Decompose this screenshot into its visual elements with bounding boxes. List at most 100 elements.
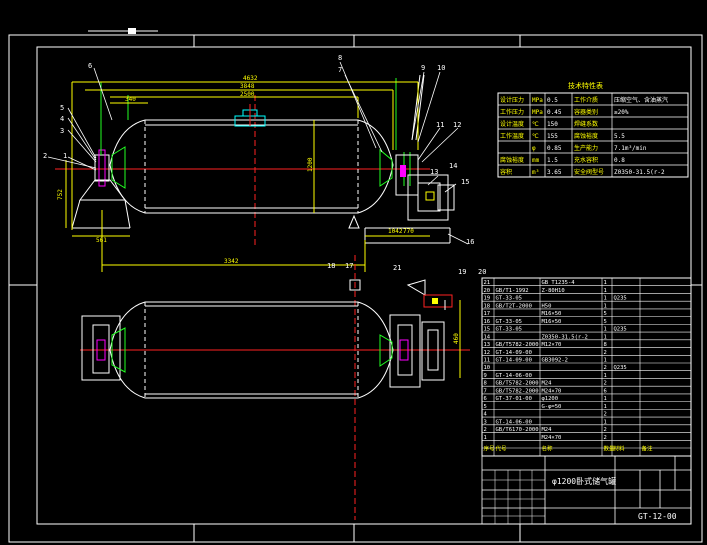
title-block: [481, 455, 692, 525]
bom-cell: 8: [604, 342, 607, 348]
bom-cell: 2: [604, 365, 607, 371]
bom-cell: 2: [604, 435, 607, 441]
bom-cell: 19: [484, 296, 491, 302]
callout-13: 13: [430, 168, 438, 176]
tech-cell: Z0350-31.5(r-2: [614, 169, 665, 176]
bom-cell: GT-33-05: [496, 319, 523, 325]
bom-cell: 4: [484, 412, 488, 418]
bom-cell: M16×50: [542, 319, 562, 325]
bom-cell: 1: [604, 296, 607, 302]
bom-cell: 8: [484, 381, 487, 387]
bom-cell: 2: [484, 427, 487, 433]
tech-cell: 3.65: [547, 169, 562, 176]
bom-cell: M24×70: [542, 435, 562, 441]
bom-cell: GT-14-06-00: [496, 419, 532, 425]
bom-cell: 1: [604, 358, 607, 364]
bom-cell: 5: [604, 319, 607, 325]
callout-20: 20: [478, 268, 486, 276]
right-valve-top: [406, 279, 453, 310]
bom-cell: 7: [484, 388, 487, 394]
bom-cell: 3: [484, 419, 487, 425]
bom-cell: GB T1235-4: [542, 280, 576, 286]
tech-cell: 1.5: [547, 157, 558, 164]
callout-9: 9: [421, 64, 425, 72]
bom-cell: H50: [542, 303, 552, 309]
top-marker: [128, 28, 136, 34]
bom-cell: GB/T1-1992: [496, 288, 529, 294]
tech-cell: 焊缝系数: [574, 120, 598, 128]
bom-cell: 2: [604, 381, 607, 387]
callout-18: 18: [327, 262, 335, 270]
bom-cell: 1: [604, 280, 607, 286]
callout-8: 8: [338, 54, 342, 62]
bom-cell: 5: [604, 311, 607, 317]
top-nozzle: [234, 104, 266, 127]
green-highlights: [100, 78, 411, 189]
tech-cell: 腐蚀裕度: [574, 132, 598, 140]
tech-cell: 0.85: [547, 145, 562, 152]
tech-cell: mm: [532, 157, 540, 164]
bom-cell: 1: [604, 396, 607, 402]
bom-cell: GB/T5782-2000: [496, 342, 539, 348]
bom-header: 材料: [614, 445, 626, 453]
bom-cell: M24: [542, 427, 553, 433]
dimension-texts-top: 4632 3848 2500 340 752 1200 561 3342 104…: [57, 75, 414, 265]
bom-cell: 2: [604, 412, 607, 418]
tech-cell: ℃: [532, 121, 539, 128]
dim-saddle-spacing: 3342: [224, 258, 239, 265]
callout-leaders: [47, 61, 469, 245]
callout-17: 17: [345, 262, 353, 270]
tech-cell: 5.5: [614, 133, 625, 140]
tech-cell: 充水容积: [574, 156, 598, 164]
dim-shell-length: 3848: [240, 83, 255, 90]
tech-cell: MPa: [532, 97, 543, 104]
title-name: φ1200卧式储气罐: [552, 476, 616, 486]
tech-cell: 工作温度: [500, 132, 524, 140]
bom-cell: Z0350-31.5(r-2: [542, 334, 588, 340]
tech-cell: 0.5: [547, 97, 558, 104]
callout-21: 21: [393, 264, 401, 272]
bom-cell: 14: [484, 334, 491, 340]
right-support-triangle: [348, 214, 360, 229]
callout-14: 14: [449, 162, 457, 170]
bom-cell: 20: [484, 288, 491, 294]
ref-square: [349, 279, 361, 291]
drawing-number: GT-12-00: [638, 512, 677, 521]
tank-shell-top: [81, 301, 445, 399]
dim-right-vertical: 460: [453, 333, 460, 344]
callout-1: 1: [63, 152, 67, 160]
tech-cell: 腐蚀裕度: [500, 156, 524, 164]
tech-cell: 安全阀型号: [574, 168, 604, 176]
bom-cell: 9: [484, 373, 487, 379]
bom-cell: GT-37-01-00: [496, 396, 532, 402]
callout-15: 15: [461, 178, 469, 186]
bom-cell: M24×70: [542, 388, 562, 394]
bom-cell: 1: [484, 435, 487, 441]
bom-header: 数量: [604, 445, 616, 453]
tech-table-title: 技术特性表: [568, 81, 603, 90]
bom-cell: 1: [604, 334, 607, 340]
dim-inner-length: 2500: [240, 91, 255, 98]
dim-height: 1200: [307, 157, 314, 172]
dim-right-base-1: 1042: [388, 228, 403, 235]
dim-left-end: 340: [125, 96, 136, 103]
bom-cell: 1: [604, 288, 607, 294]
bom-cell: 2: [604, 427, 607, 433]
bom-cell: Q235: [614, 296, 627, 302]
tech-cell: MPa: [532, 109, 543, 116]
bom-cell: Q235: [614, 365, 627, 371]
bom-cell: 15: [484, 327, 491, 333]
bom-cell: 18: [484, 303, 491, 309]
bom-cell: M12×70: [542, 342, 562, 348]
bom-cell: GT-33-05: [496, 327, 523, 333]
callout-19: 19: [458, 268, 466, 276]
dim-left-offset: 561: [96, 237, 107, 244]
bom-header: 备注: [642, 445, 654, 453]
tech-cell: ≥20%: [614, 109, 629, 116]
bom-cell: G-φ=50: [542, 404, 562, 410]
bom-cell: GT-14-09-00: [496, 350, 532, 356]
bom-header: 名称: [542, 445, 554, 453]
